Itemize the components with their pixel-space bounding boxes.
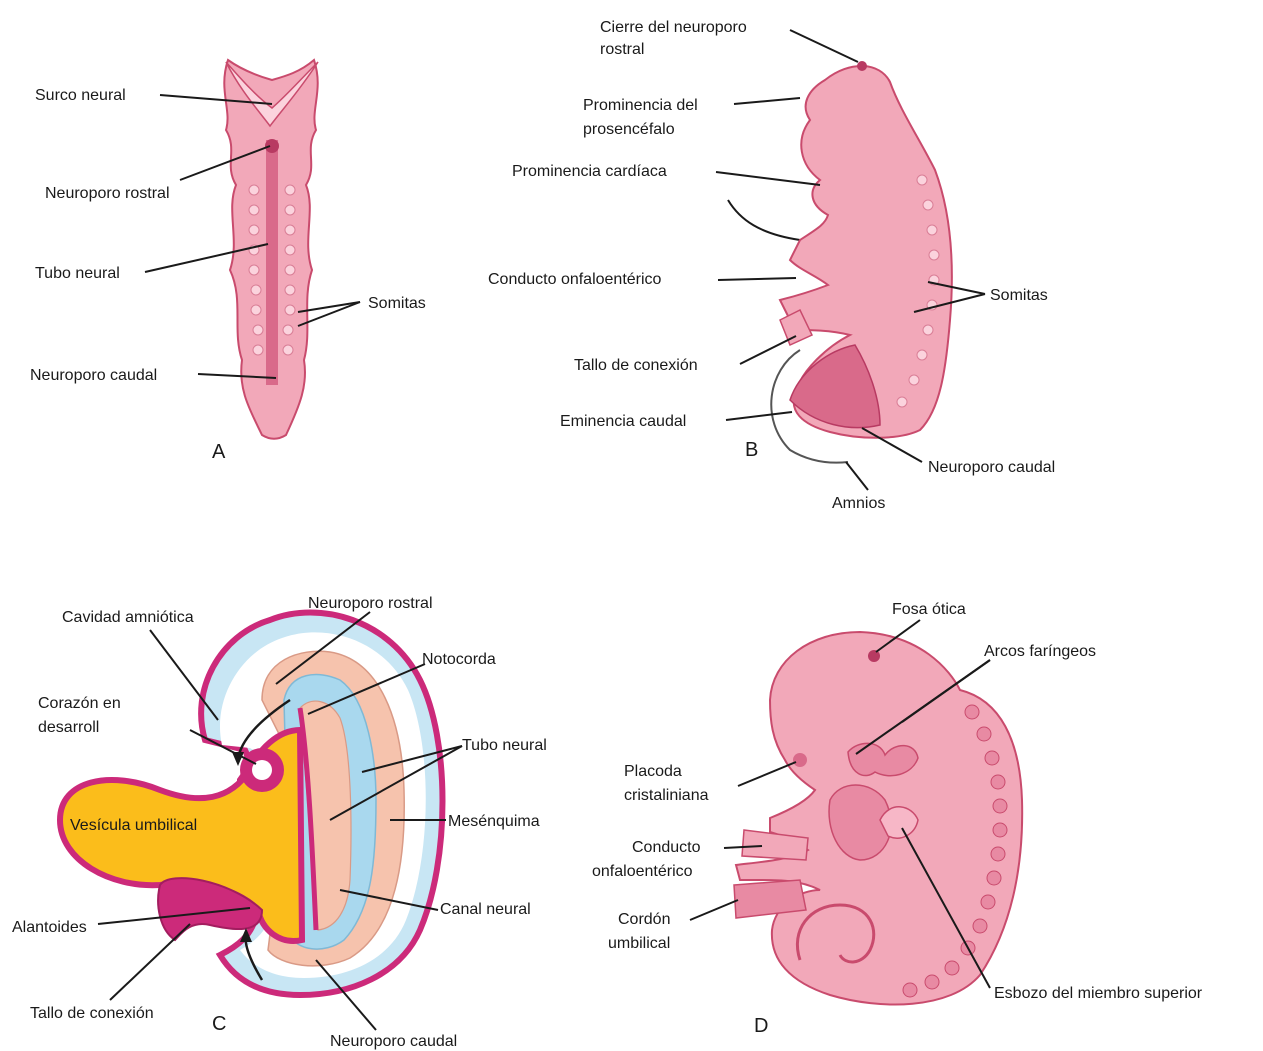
label-alantoides: Alantoides bbox=[12, 919, 87, 936]
neuropore-rostral-a bbox=[265, 139, 279, 153]
label-cordon-2: umbilical bbox=[608, 935, 670, 952]
label-eminencia-caudal: Eminencia caudal bbox=[560, 413, 686, 430]
label-placoda-2: cristaliniana bbox=[624, 787, 709, 804]
panel-a: Surco neural Neuroporo rostral Tubo neur… bbox=[30, 60, 426, 463]
panel-c: Cavidad amniótica Neuroporo rostral Noto… bbox=[12, 595, 547, 1050]
label-amnios: Amnios bbox=[832, 495, 885, 512]
label-somitas-a: Somitas bbox=[368, 295, 426, 312]
panel-b: Cierre del neuroporo rostral Prominencia… bbox=[488, 19, 1055, 512]
label-surco-neural: Surco neural bbox=[35, 87, 126, 104]
label-tallo-conexion-b: Tallo de conexión bbox=[574, 357, 698, 374]
label-prosencefalo-2: prosencéfalo bbox=[583, 121, 675, 138]
label-neuroporo-caudal-a: Neuroporo caudal bbox=[30, 367, 157, 384]
label-notocorda: Notocorda bbox=[422, 651, 496, 668]
panel-letter-c: C bbox=[212, 1013, 226, 1035]
label-fosa-otica: Fosa ótica bbox=[892, 601, 966, 618]
label-canal-neural: Canal neural bbox=[440, 901, 531, 918]
label-prominencia-cardiaca: Prominencia cardíaca bbox=[512, 163, 667, 180]
neural-tube-a bbox=[266, 140, 278, 385]
lens-placode-d bbox=[793, 753, 807, 767]
panel-letter-a: A bbox=[212, 441, 226, 463]
panel-letter-b: B bbox=[745, 439, 758, 461]
label-cordon-1: Cordón bbox=[618, 911, 670, 928]
label-placoda-1: Placoda bbox=[624, 763, 682, 780]
label-neuroporo-rostral-c: Neuroporo rostral bbox=[308, 595, 433, 612]
label-neuroporo-caudal-c: Neuroporo caudal bbox=[330, 1033, 457, 1050]
label-cierre-neuroporo-2: rostral bbox=[600, 41, 644, 58]
label-vesicula-umbilical: Vesícula umbilical bbox=[70, 817, 197, 834]
neuropore-closure-b bbox=[857, 61, 867, 71]
label-somitas-b: Somitas bbox=[990, 287, 1048, 304]
label-neuroporo-caudal-b: Neuroporo caudal bbox=[928, 459, 1055, 476]
otic-pit-d bbox=[868, 650, 880, 662]
label-cierre-neuroporo-1: Cierre del neuroporo bbox=[600, 19, 747, 36]
panel-letter-d: D bbox=[754, 1015, 768, 1037]
panel-d: Fosa ótica Arcos faríngeos Placoda crist… bbox=[592, 601, 1203, 1037]
label-mesenquima: Mesénquima bbox=[448, 813, 540, 830]
label-tallo-conexion-c: Tallo de conexión bbox=[30, 1005, 154, 1022]
label-corazon-2: desarroll bbox=[38, 719, 99, 736]
label-neuroporo-rostral-a: Neuroporo rostral bbox=[45, 185, 170, 202]
label-prosencefalo-1: Prominencia del bbox=[583, 97, 698, 114]
amnion-curve-b bbox=[728, 200, 800, 240]
label-corazon-1: Corazón en bbox=[38, 695, 121, 712]
label-conducto-2: onfaloentérico bbox=[592, 863, 693, 880]
label-esbozo-miembro: Esbozo del miembro superior bbox=[994, 985, 1203, 1002]
label-tubo-neural-a: Tubo neural bbox=[35, 265, 120, 282]
label-conducto-onfaloenterico-b: Conducto onfaloentérico bbox=[488, 271, 662, 288]
label-cavidad-amniotica: Cavidad amniótica bbox=[62, 609, 194, 626]
label-arcos-faringeos: Arcos faríngeos bbox=[984, 643, 1096, 660]
label-conducto-1: Conducto bbox=[632, 839, 701, 856]
label-tubo-neural-c: Tubo neural bbox=[462, 737, 547, 754]
